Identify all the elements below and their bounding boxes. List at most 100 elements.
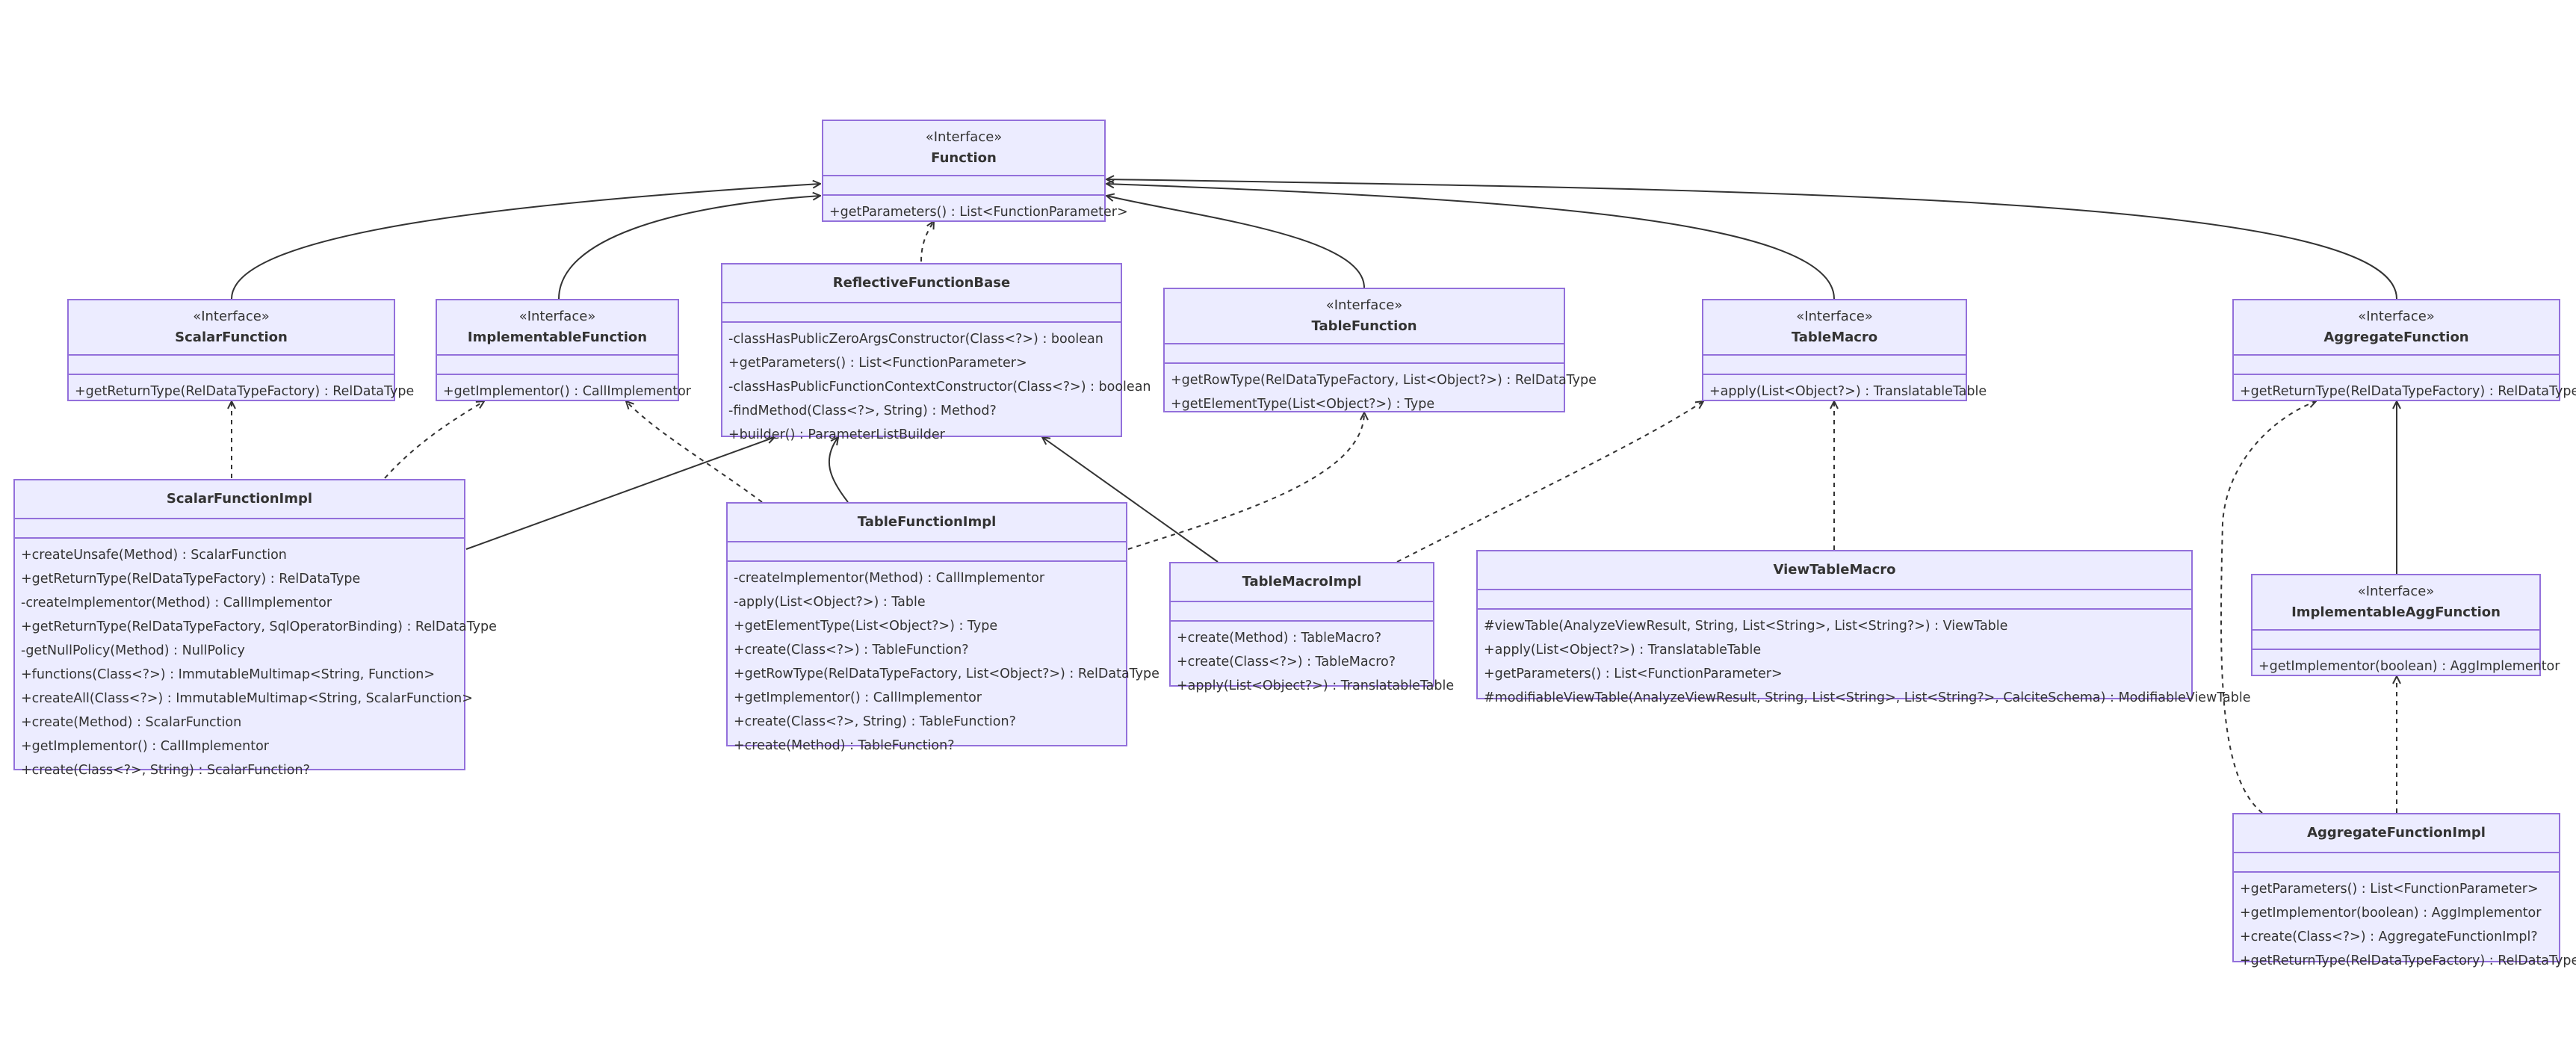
edge-tablefunctionimpl-implementablefunction — [626, 401, 763, 503]
method: +createAll(Class<?>) : ImmutableMultimap… — [21, 691, 473, 706]
attributes-compartment — [69, 356, 394, 375]
class-tablemacro: «Interface» TableMacro +apply(List<Objec… — [1702, 299, 1987, 401]
method: -classHasPublicZeroArgsConstructor(Class… — [728, 332, 1103, 347]
class-name: TableMacroImpl — [1242, 574, 1362, 590]
class-aggregatefunctionimpl: AggregateFunctionImpl +getParameters() :… — [2232, 813, 2576, 968]
method: +create(Class<?>) : TableFunction? — [734, 643, 969, 658]
stereotype-label: «Interface» — [518, 309, 596, 324]
stereotype-label: «Interface» — [2358, 309, 2435, 324]
method: +create(Class<?>) : TableMacro? — [1177, 655, 1396, 669]
class-name: ReflectiveFunctionBase — [832, 275, 1011, 291]
method: -getNullPolicy(Method) : NullPolicy — [21, 643, 245, 658]
class-header: «Interface» ScalarFunction — [69, 300, 394, 356]
class-scalarfunctionimpl: ScalarFunctionImpl +createUnsafe(Method)… — [13, 479, 497, 778]
class-viewtablemacro: ViewTableMacro #viewTable(AnalyzeViewRes… — [1476, 550, 2251, 705]
methods-compartment: +getRowType(RelDataTypeFactory, List<Obj… — [1165, 364, 1597, 422]
method: +getImplementor() : CallImplementor — [734, 690, 982, 705]
stereotype-label: «Interface» — [925, 129, 1003, 145]
class-reflectivefunctionbase: ReflectiveFunctionBase -classHasPublicZe… — [721, 263, 1151, 442]
method: +create(Method) : ScalarFunction — [21, 715, 242, 730]
class-name: TableMacro — [1791, 330, 1878, 345]
stereotype-label: «Interface» — [1325, 297, 1403, 313]
attributes-compartment — [1478, 590, 2191, 610]
edge-tablefunctionimpl-tablefunction — [1127, 412, 1364, 550]
class-implementableaggfunction: «Interface» ImplementableAggFunction +ge… — [2251, 574, 2560, 676]
class-header: TableMacroImpl — [1171, 563, 1433, 602]
class-name: TableFunction — [1311, 318, 1417, 334]
method: +getParameters() : List<FunctionParamete… — [728, 356, 1027, 371]
class-tablemacroimpl: TableMacroImpl +create(Method) : TableMa… — [1169, 562, 1454, 693]
attributes-compartment — [2234, 853, 2559, 873]
method: +functions(Class<?>) : ImmutableMultimap… — [21, 667, 436, 682]
class-name: TableFunctionImpl — [857, 514, 997, 530]
method: +getReturnType(RelDataTypeFactory, SqlOp… — [21, 619, 497, 634]
attributes-compartment — [437, 356, 678, 375]
class-header: «Interface» ImplementableFunction — [437, 300, 678, 356]
class-name: ScalarFunction — [175, 330, 288, 345]
class-implementablefunction: «Interface» ImplementableFunction +getIm… — [436, 299, 691, 401]
attributes-compartment — [1703, 356, 1966, 375]
edge-tablefunction-function — [1106, 196, 1365, 288]
method: +getReturnType(RelDataTypeFactory) : Rel… — [2240, 384, 2576, 399]
methods-compartment: +getReturnType(RelDataTypeFactory) : Rel… — [2234, 375, 2576, 409]
class-name: ScalarFunctionImpl — [166, 491, 313, 507]
class-name: Function — [931, 150, 997, 166]
method: +apply(List<Object?>) : TranslatableTabl… — [1709, 384, 1987, 399]
edge-tablemacroimpl-reflectivefunctionbase — [1042, 437, 1219, 563]
class-tablefunction: «Interface» TableFunction +getRowType(Re… — [1163, 288, 1597, 412]
edge-scalarfunctionimpl-implementablefunction — [384, 401, 484, 479]
edge-tablemacroimpl-tablemacro — [1396, 401, 1703, 563]
method: +getImplementor() : CallImplementor — [443, 384, 691, 399]
edge-implementablefunction-function — [558, 196, 820, 300]
method: +apply(List<Object?>) : TranslatableTabl… — [1177, 678, 1455, 693]
methods-compartment: +getParameters() : List<FunctionParamete… — [2234, 873, 2576, 979]
method: +getParameters() : List<FunctionParamete… — [1484, 666, 1783, 681]
edge-aggregatefunction-function — [1106, 179, 2397, 300]
method: +create(Method) : TableFunction? — [734, 738, 955, 753]
stereotype-label: «Interface» — [193, 309, 270, 324]
edge-tablemacro-function — [1106, 184, 1835, 300]
method: +getImplementor(boolean) : AggImplemento… — [2258, 659, 2560, 674]
class-function: «Interface» Function +getParameters() : … — [822, 120, 1128, 222]
method: +createUnsafe(Method) : ScalarFunction — [21, 548, 287, 563]
method: +getImplementor() : CallImplementor — [21, 739, 269, 754]
method: +getImplementor(boolean) : AggImplemento… — [2240, 906, 2542, 921]
methods-compartment: +getReturnType(RelDataTypeFactory) : Rel… — [69, 375, 414, 409]
methods-compartment: #viewTable(AnalyzeViewResult, String, Li… — [1478, 610, 2251, 716]
attributes-compartment — [15, 519, 464, 539]
method: +apply(List<Object?>) : TranslatableTabl… — [1484, 643, 1762, 658]
class-header: ScalarFunctionImpl — [15, 480, 464, 519]
class-header: «Interface» Function — [823, 121, 1104, 176]
edge-aggregatefunctionimpl-aggregatefunction — [2220, 401, 2316, 814]
class-name: AggregateFunctionImpl — [2307, 825, 2486, 841]
attributes-compartment — [1165, 344, 1564, 364]
class-aggregatefunction: «Interface» AggregateFunction +getReturn… — [2232, 299, 2576, 401]
methods-compartment: +getImplementor() : CallImplementor — [437, 375, 691, 409]
methods-compartment: +getImplementor(boolean) : AggImplemento… — [2253, 650, 2560, 684]
method: +getRowType(RelDataTypeFactory, List<Obj… — [1171, 373, 1597, 388]
methods-compartment: +apply(List<Object?>) : TranslatableTabl… — [1703, 375, 1987, 409]
method: +getParameters() : List<FunctionParamete… — [829, 205, 1128, 220]
method: #modifiableViewTable(AnalyzeViewResult, … — [1484, 690, 2251, 705]
class-tablefunctionimpl: TableFunctionImpl -createImplementor(Met… — [726, 502, 1159, 753]
class-header: «Interface» ImplementableAggFunction — [2253, 575, 2539, 631]
method: +getReturnType(RelDataTypeFactory) : Rel… — [2240, 953, 2576, 968]
edge-scalarfunction-function — [231, 184, 820, 300]
class-name: ViewTableMacro — [1773, 562, 1896, 578]
method: +create(Method) : TableMacro? — [1177, 631, 1382, 646]
method: +getElementType(List<Object?>) : Type — [734, 619, 998, 634]
class-header: ReflectiveFunctionBase — [722, 264, 1121, 303]
method: +create(Class<?>, String) : ScalarFuncti… — [21, 763, 310, 778]
method: -createImplementor(Method) : CallImpleme… — [734, 571, 1045, 586]
attributes-compartment — [2234, 356, 2559, 375]
class-header: ViewTableMacro — [1478, 551, 2191, 590]
method: +getElementType(List<Object?>) : Type — [1171, 397, 1435, 412]
attributes-compartment — [728, 542, 1126, 562]
attributes-compartment — [823, 176, 1104, 196]
methods-compartment: +createUnsafe(Method) : ScalarFunction +… — [15, 539, 497, 788]
class-header: «Interface» TableMacro — [1703, 300, 1966, 356]
methods-compartment: +create(Method) : TableMacro? +create(Cl… — [1171, 622, 1455, 704]
class-header: «Interface» TableFunction — [1165, 289, 1564, 344]
attributes-compartment — [2253, 631, 2539, 650]
